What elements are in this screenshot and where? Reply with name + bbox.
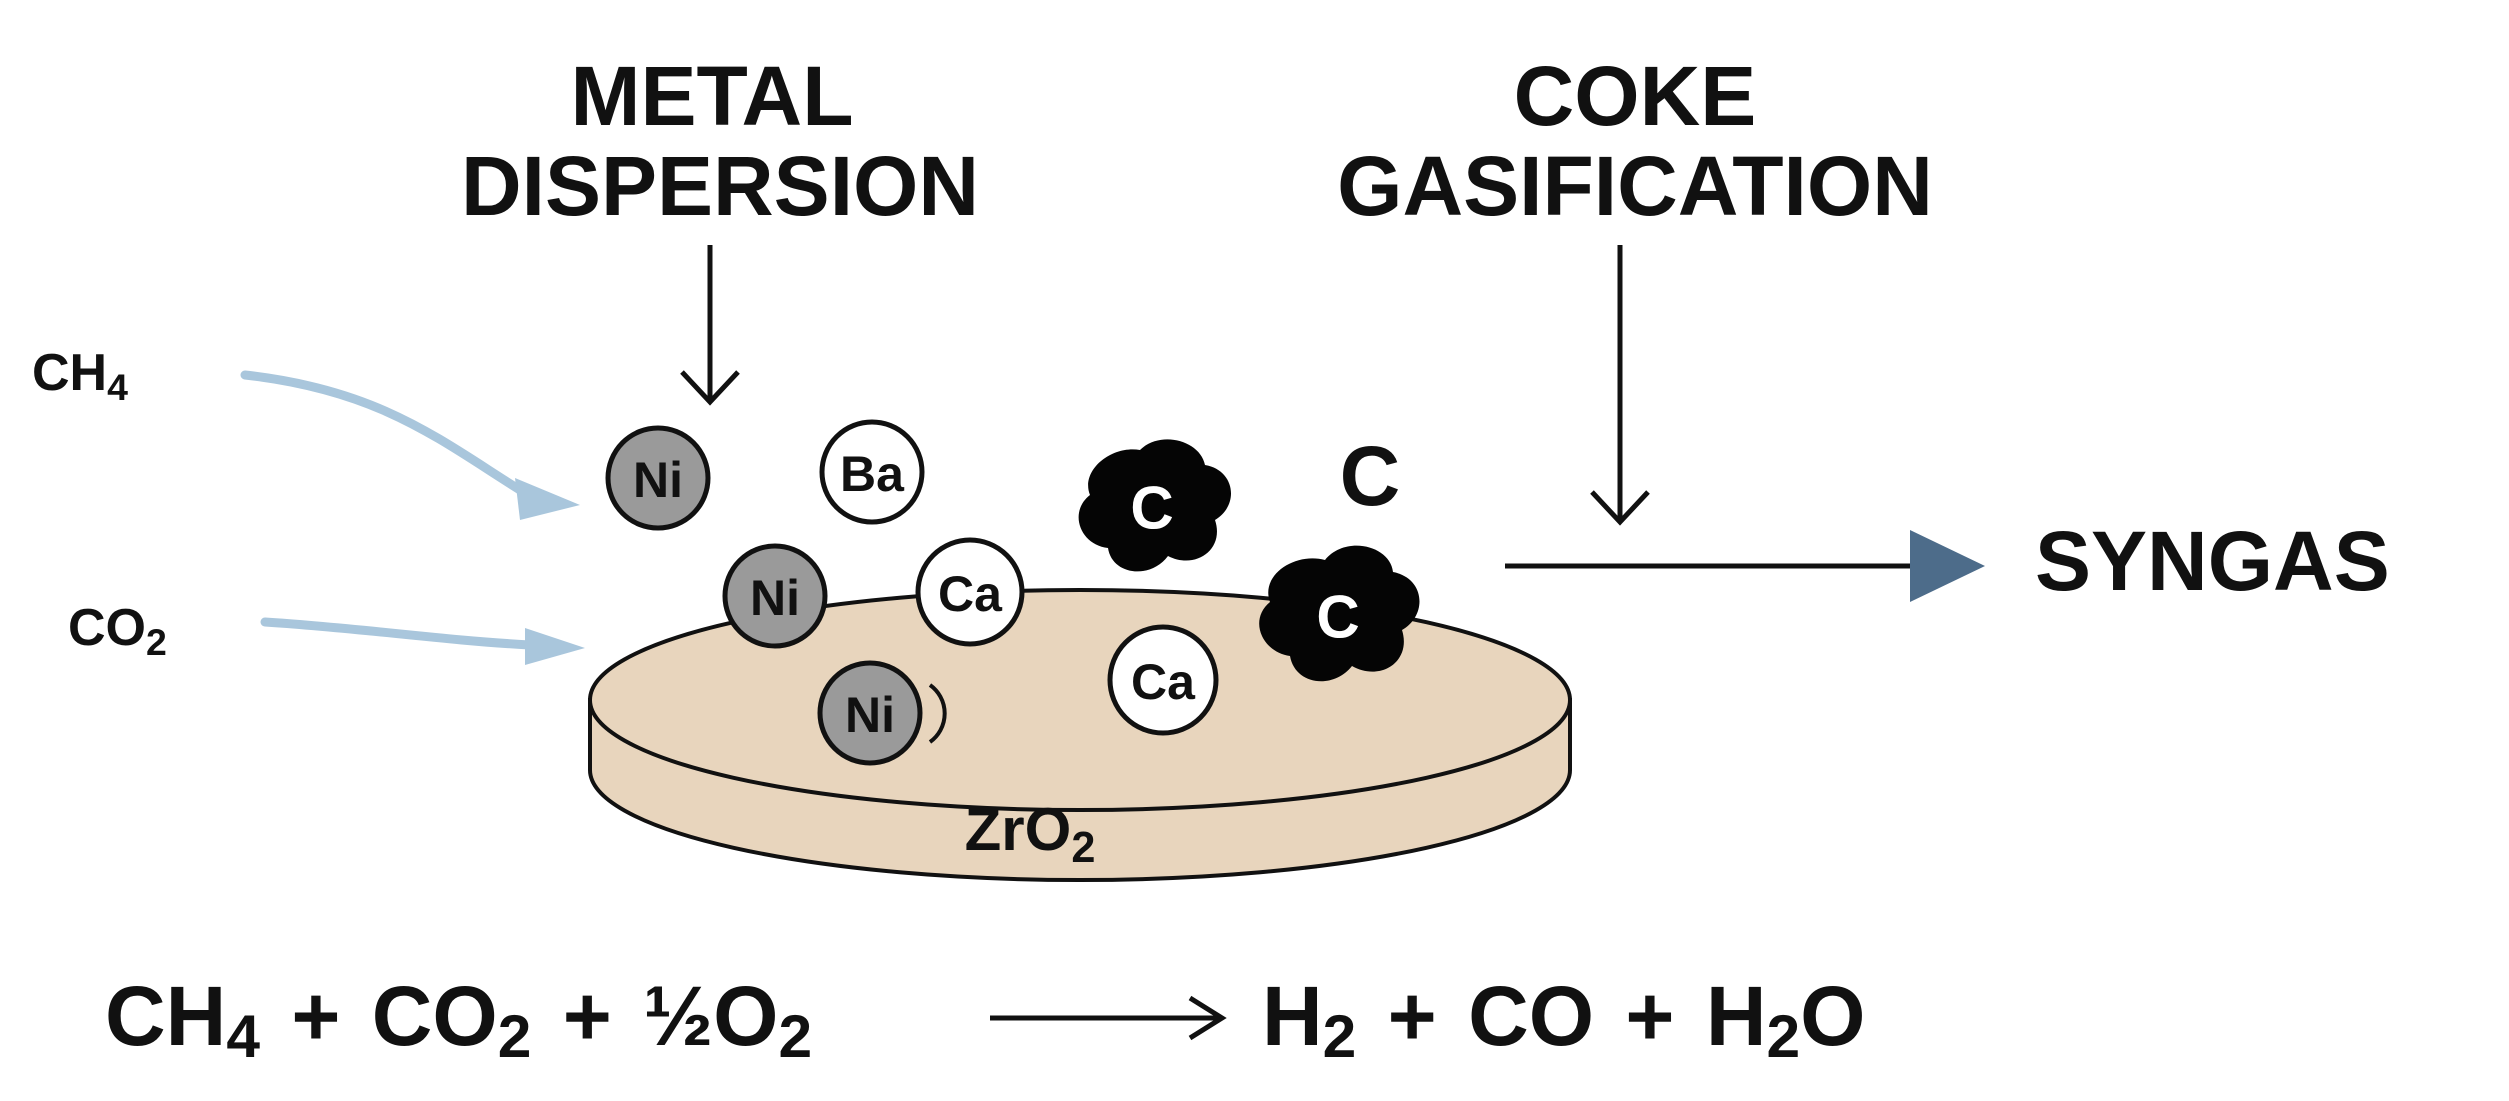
- co2-input-label: CO2: [68, 599, 167, 663]
- ni-atom: Ni: [817, 660, 947, 766]
- ca-atom: Ca: [915, 537, 1025, 647]
- co2-feed-arrow: [260, 617, 585, 665]
- svg-text:Ca: Ca: [1131, 654, 1196, 710]
- svg-text:Ni: Ni: [845, 687, 895, 743]
- carbon-label: C: [1340, 429, 1401, 523]
- ch4-input-label: CH4: [32, 344, 128, 408]
- zro2-support-label: ZrO2: [965, 796, 1096, 872]
- coke-gasification-label-line1: COKE: [1514, 49, 1757, 143]
- svg-text:C: C: [1316, 584, 1359, 651]
- coke-gasification-label-line2: GASIFICATION: [1337, 139, 1933, 233]
- ca-atom: Ca: [1107, 624, 1219, 736]
- svg-text:Ni: Ni: [633, 452, 683, 508]
- equation-reactants: CH4 + CO2 + ½O2: [105, 969, 812, 1075]
- coke-particle: C: [1259, 545, 1420, 682]
- svg-text:Ba: Ba: [840, 446, 905, 502]
- reaction-equation: CH4 + CO2 + ½O2 H2 + CO + H2O: [105, 969, 1865, 1075]
- ba-atom: Ba: [819, 419, 925, 525]
- syngas-product-arrow: [1505, 530, 1985, 602]
- svg-text:Ni: Ni: [750, 570, 800, 626]
- metal-dispersion-label-line2: DISPERSION: [461, 139, 979, 233]
- equation-products: H2 + CO + H2O: [1262, 969, 1865, 1075]
- metal-dispersion-label-line1: METAL: [570, 49, 853, 143]
- metal-dispersion-arrow: [680, 245, 740, 406]
- syngas-label: SYNGAS: [2035, 514, 2390, 608]
- coke-particle: C: [1078, 439, 1232, 572]
- svg-text:Ca: Ca: [938, 566, 1003, 622]
- ch4-feed-arrow: [240, 370, 580, 520]
- equation-arrow: [990, 995, 1227, 1041]
- svg-text:C: C: [1130, 475, 1173, 542]
- ni-atom: Ni: [605, 425, 711, 531]
- coke-gasification-arrow: [1590, 245, 1650, 526]
- ni-atom: Ni: [722, 543, 828, 649]
